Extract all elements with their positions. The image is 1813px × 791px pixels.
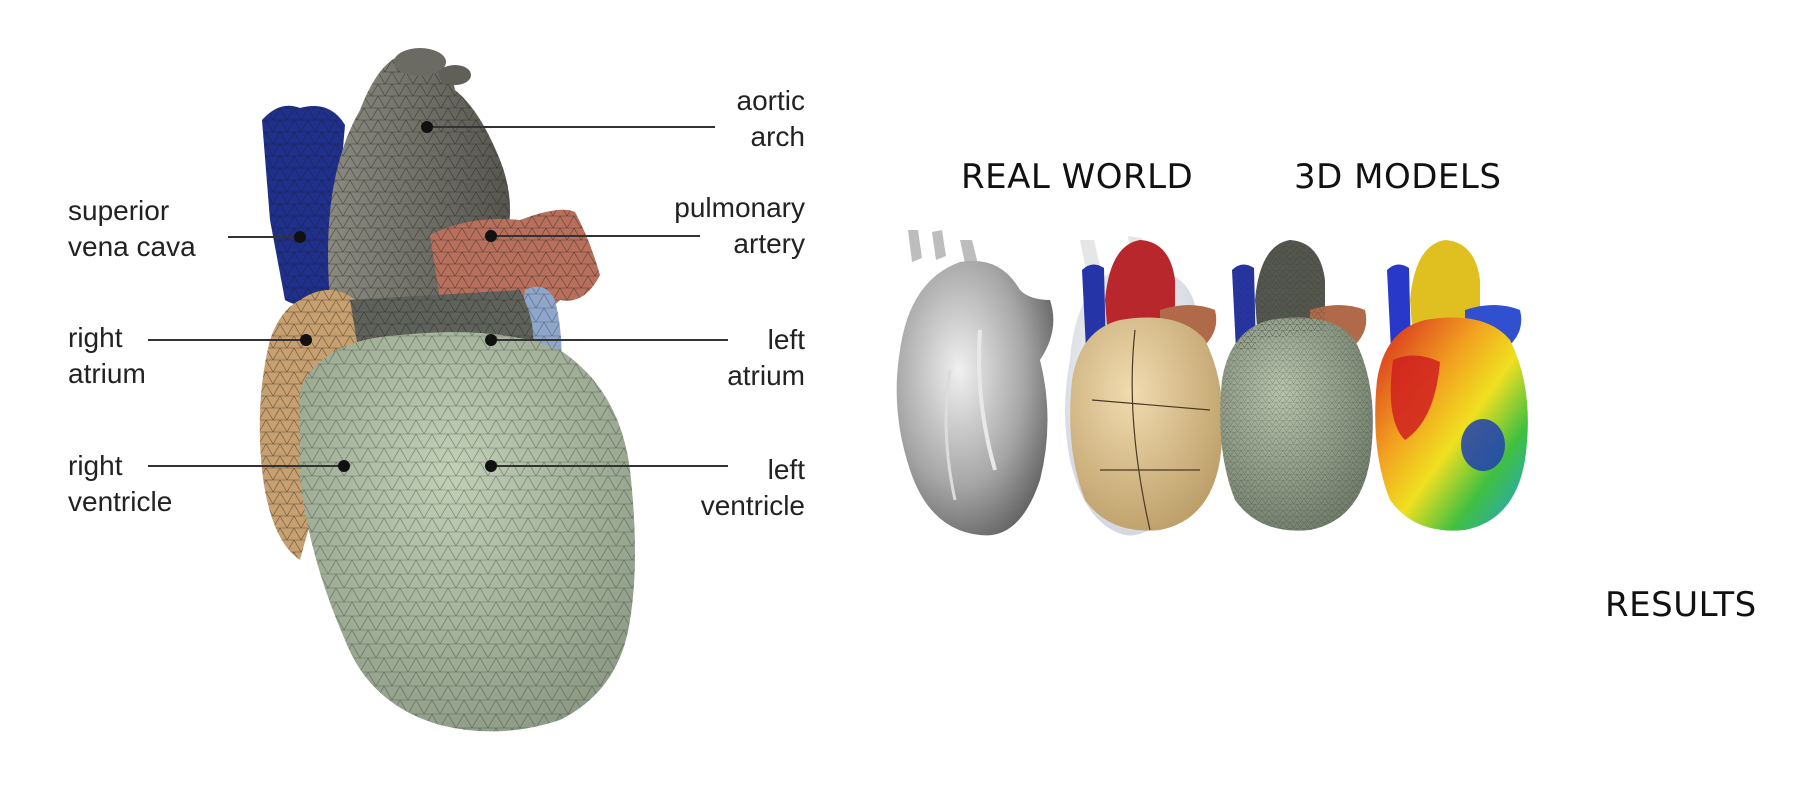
label-left-ventricle: left ventricle bbox=[700, 454, 805, 521]
caption-3d-models: 3D MODELS bbox=[1294, 157, 1502, 197]
leader-lines bbox=[148, 126, 728, 467]
cad-heart-model bbox=[1070, 240, 1223, 531]
caption-results: RESULTS bbox=[1605, 585, 1757, 625]
heart-model-sequence bbox=[896, 230, 1528, 536]
label-right-atrium: right atrium bbox=[68, 322, 146, 389]
modeling-pipeline-panel: REAL WORLD 3D MODELS RESULTS bbox=[860, 0, 1813, 791]
label-aortic-arch: aortic arch bbox=[736, 85, 805, 152]
mesh-heart-illustration bbox=[148, 48, 728, 732]
real-heart-grey-model bbox=[896, 230, 1054, 536]
meshed-heart-model bbox=[1220, 240, 1373, 531]
ventricles-shape bbox=[300, 332, 635, 732]
label-right-ventricle: right ventricle bbox=[68, 450, 173, 517]
superior-vena-cava-shape bbox=[262, 105, 345, 305]
label-pulmonary-artery: pulmonary artery bbox=[674, 192, 805, 259]
label-left-atrium: left atrium bbox=[727, 324, 805, 391]
caption-real-world: REAL WORLD bbox=[961, 157, 1194, 197]
simulation-results-heatmap-model bbox=[1375, 240, 1528, 531]
label-dots bbox=[294, 121, 497, 472]
label-superior-vena-cava: superior vena cava bbox=[68, 195, 196, 262]
annotated-heart-panel: superior vena cava right atrium right ve… bbox=[0, 0, 860, 791]
